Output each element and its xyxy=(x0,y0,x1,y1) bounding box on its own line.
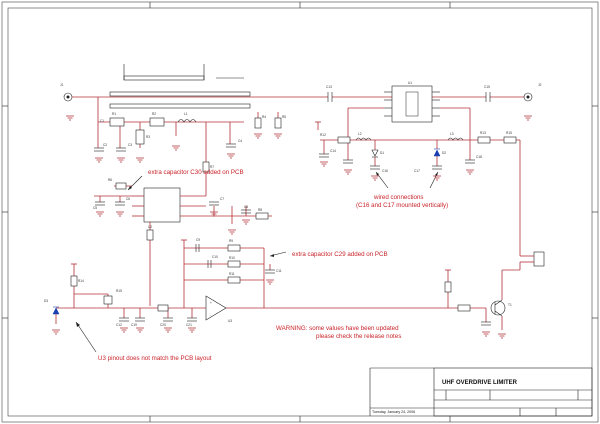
ic-u1: U1 xyxy=(384,81,440,123)
label-r11: R11 xyxy=(229,272,235,276)
label-c12: C12 xyxy=(116,323,122,327)
c30-arrow xyxy=(127,175,143,191)
note-warning-2: please check the release notes xyxy=(316,333,401,340)
ground-symbols xyxy=(52,115,532,339)
note-c29: extra capacitor C29 added on PCB xyxy=(292,251,388,258)
supply-stubs xyxy=(71,121,451,276)
rf-output-connector: J2 xyxy=(523,83,542,102)
date-text: Tuesday, January 24, 2006 xyxy=(372,410,415,414)
transistor-t1: T1 xyxy=(490,262,521,330)
caps-left-bank: C1 C2 C3 C4 xyxy=(94,119,242,152)
rf-input-connector: J1 xyxy=(60,83,73,102)
title-text: UHF OVERDRIVE LIMITER xyxy=(442,380,518,386)
label-c10: C10 xyxy=(212,255,218,259)
svg-text:-: - xyxy=(210,313,211,317)
label-c17: C17 xyxy=(414,169,420,173)
label-r4: R4 xyxy=(262,115,266,119)
label-d1: D1 xyxy=(380,151,384,155)
sheet-inner-border xyxy=(7,7,593,417)
label-c13: C13 xyxy=(326,85,332,89)
label-r10: R10 xyxy=(229,256,235,260)
label-c2: C2 xyxy=(103,143,107,147)
label-t1: T1 xyxy=(508,303,512,307)
label-c3: C3 xyxy=(128,143,132,147)
title-block: UHF OVERDRIVE LIMITER Tuesday, January 2… xyxy=(369,367,593,417)
note-wired-1: wired connections xyxy=(373,194,424,201)
label-l2: L2 xyxy=(358,132,362,136)
label-r8: R8 xyxy=(258,208,262,212)
power-connector xyxy=(519,228,545,267)
label-c18: C18 xyxy=(476,155,482,159)
label-c20: C20 xyxy=(160,323,166,327)
label-c19: C19 xyxy=(131,323,137,327)
bottom-rail-parts: R14 R15 C12 C19 C20 C21 xyxy=(70,270,491,327)
label-c7: C7 xyxy=(220,197,224,201)
label-c15: C15 xyxy=(484,85,490,89)
opamp-u3: + - U3 xyxy=(205,295,232,323)
label-d2: D2 xyxy=(442,151,446,155)
label-r7: R7 xyxy=(210,165,214,169)
detector-network: R12 R13 R15 xyxy=(320,107,521,228)
capacitor-c15: C15 xyxy=(484,85,491,102)
label-r12: R12 xyxy=(320,133,326,137)
label-c9: C9 xyxy=(196,238,200,242)
label-c4: C4 xyxy=(238,139,242,143)
note-u3: U3 pinout does not match the PCB layout xyxy=(98,355,212,362)
label-c8: C8 xyxy=(244,205,248,209)
u2-support: R6 R7 C5 C6 C7 C8 R8 xyxy=(93,156,272,306)
label-c6: C6 xyxy=(126,197,130,201)
label-u1: U1 xyxy=(408,81,412,85)
diode-d2: D2 xyxy=(433,140,446,166)
label-r2: R2 xyxy=(152,112,156,116)
ic-u2: U2 xyxy=(132,187,206,229)
label-r14: R14 xyxy=(78,279,84,283)
label-c11: C11 xyxy=(276,269,282,273)
label-c21: C21 xyxy=(186,323,192,327)
stripline-block xyxy=(109,64,251,109)
c29-arrow xyxy=(269,251,287,257)
label-r13: R13 xyxy=(480,131,486,135)
inductor-l3: L3 xyxy=(447,132,464,141)
label-c1: C1 xyxy=(100,119,104,123)
diode-d3: D3 xyxy=(44,299,60,324)
label-r6: R6 xyxy=(108,178,112,182)
label-r5: R5 xyxy=(282,115,286,119)
u3-arrow xyxy=(75,321,97,353)
label-r9: R9 xyxy=(229,239,233,243)
wired-arrows xyxy=(375,171,439,189)
label-c16: C16 xyxy=(382,169,388,173)
label-j1: J1 xyxy=(60,83,64,87)
diode-d1: D1 xyxy=(371,140,384,166)
note-c30: extra capacitor C30 added on PCB xyxy=(148,169,244,176)
note-warning-1: WARNING: some values have been updated xyxy=(276,325,399,332)
label-c5: C5 xyxy=(93,206,97,210)
opamp-feedback: C9 R9 R10 R11 C10 C11 xyxy=(183,238,282,309)
capacitor-c13: C13 xyxy=(326,85,333,102)
caps-detector: C14 C16 C17 C18 xyxy=(319,149,482,173)
label-l3: L3 xyxy=(450,132,454,136)
label-r15: R15 xyxy=(506,131,512,135)
label-r15b: R15 xyxy=(116,289,122,293)
inductor-l2: L2 xyxy=(355,132,372,141)
label-r1: R1 xyxy=(112,112,116,116)
label-r3: R3 xyxy=(146,135,150,139)
svg-text:+: + xyxy=(210,301,212,305)
label-d3: D3 xyxy=(44,299,48,303)
bias-resistors-top: R4 R5 xyxy=(254,112,286,129)
label-u3: U3 xyxy=(228,319,232,323)
label-c14: C14 xyxy=(330,149,336,153)
note-wired-2: (C16 and C17 mounted vertically) xyxy=(356,202,448,209)
shunt-network-left: R1 R2 R3 L1 xyxy=(97,97,244,156)
label-j2: J2 xyxy=(538,83,542,87)
label-l1: L1 xyxy=(184,112,188,116)
